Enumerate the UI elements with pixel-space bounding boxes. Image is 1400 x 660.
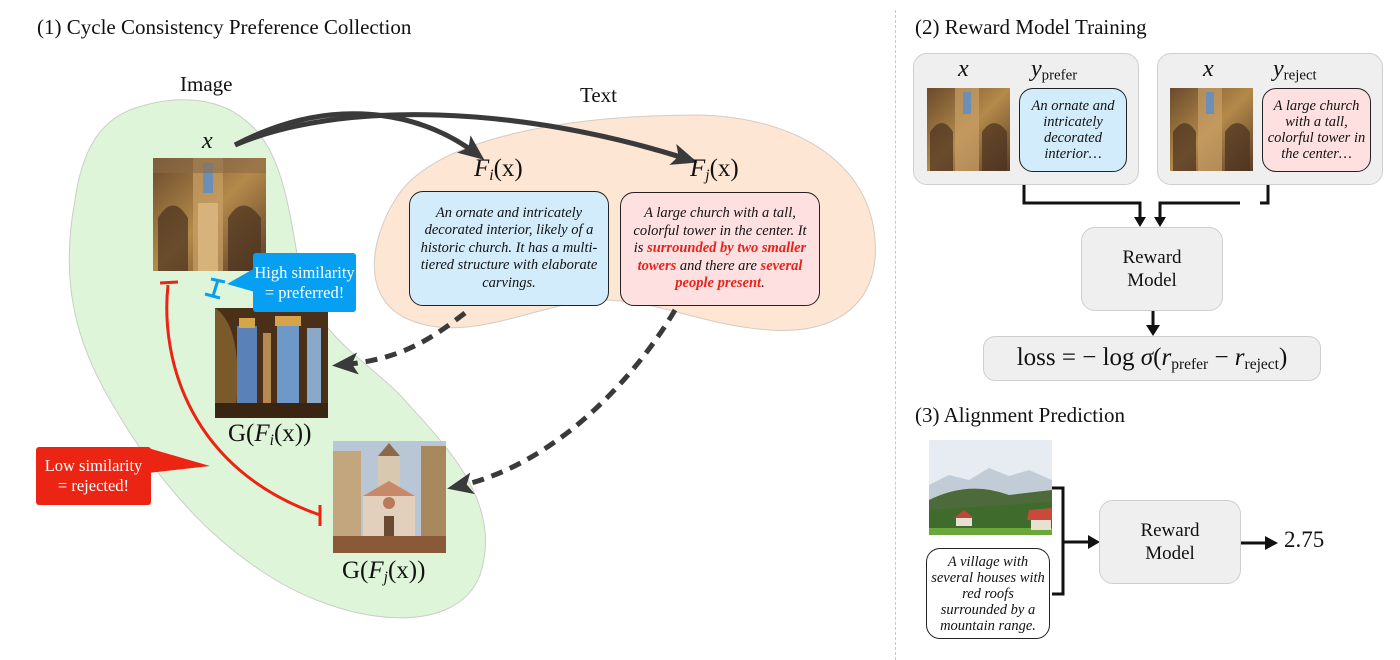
section-2-title: (2) Reward Model Training <box>915 15 1147 39</box>
caption-j-highlight-2: several people present <box>675 257 803 292</box>
alignment-merge-arrow <box>1052 486 1100 596</box>
alignment-score: 2.75 <box>1284 527 1325 552</box>
village-caption-text: A village with several houses with red r… <box>931 553 1045 634</box>
section-divider <box>895 10 896 660</box>
caption-i-box: An ornate and intricately decorated inte… <box>409 191 609 306</box>
reject-y-label: yreject <box>1273 56 1317 84</box>
generated-image-j <box>333 441 446 553</box>
callout-low-similarity: Low similarity= rejected! <box>36 447 151 505</box>
image-domain-label: Image <box>180 72 233 96</box>
merge-arrow-right-segment <box>1260 185 1270 205</box>
input-image <box>153 158 266 271</box>
reject-input-image <box>1170 88 1253 171</box>
prefer-input-image <box>927 88 1010 171</box>
section-3-title: (3) Alignment Prediction <box>915 403 1125 427</box>
prefer-caption-box: An ornate and intricately decorated inte… <box>1019 88 1127 172</box>
prefer-y-label: yprefer <box>1031 56 1078 84</box>
arrow-fi-to-gfi <box>332 311 467 375</box>
arrow-fj-to-gfj <box>447 308 678 495</box>
callout-low-pointer <box>148 448 210 473</box>
score-arrow <box>1241 536 1278 550</box>
church-interior-photo-icon <box>927 88 1010 171</box>
generated-image-i <box>215 308 328 418</box>
mountain-village-photo-icon <box>929 440 1052 535</box>
caption-j-box: A large church with a tall, colorful tow… <box>620 192 820 306</box>
reject-x-label: x <box>1203 56 1214 82</box>
merge-arrows <box>1022 185 1240 227</box>
gfi-label: G(Fi(x)) <box>228 420 312 449</box>
fj-label: Fj(x) <box>690 155 739 184</box>
caption-j-highlight-1: surrounded by two smaller towers <box>637 240 807 274</box>
arrow-x-to-fj <box>234 112 698 165</box>
church-interior-photo-icon <box>1170 88 1253 171</box>
reject-caption-text: A large church with a tall, colorful tow… <box>1267 98 1366 162</box>
loss-formula: loss = − log σ(rprefer − rreject) <box>1016 343 1288 373</box>
fi-label: Fi(x) <box>474 155 523 184</box>
callout-high-pointer <box>227 268 255 292</box>
church-interior-photo-icon <box>153 158 266 271</box>
gfj-label: G(Fj(x)) <box>342 557 426 586</box>
low-similarity-line <box>165 284 321 517</box>
loss-formula-box: loss = − log σ(rprefer − rreject) <box>983 336 1321 381</box>
section-1-title: (1) Cycle Consistency Preference Collect… <box>37 15 412 39</box>
caption-j-text: A large church with a tall, colorful tow… <box>633 205 807 292</box>
generated-church-exterior-icon <box>333 441 446 553</box>
caption-i-text: An ornate and intricately decorated inte… <box>420 204 598 291</box>
prefer-x-label: x <box>958 56 969 82</box>
village-caption-box: A village with several houses with red r… <box>926 548 1050 639</box>
village-image <box>929 440 1052 535</box>
section-1-canvas <box>68 99 876 619</box>
generated-cathedral-columns-icon <box>215 308 328 418</box>
prefer-caption-text: An ornate and intricately decorated inte… <box>1031 98 1115 162</box>
reward-to-loss-arrow <box>1146 311 1160 336</box>
reject-caption-box: A large church with a tall, colorful tow… <box>1262 88 1371 172</box>
high-similarity-line <box>211 279 220 297</box>
text-domain-label: Text <box>580 83 618 107</box>
callout-high-similarity: High similarity= preferred! <box>253 253 356 312</box>
input-x-label: x <box>202 128 213 154</box>
